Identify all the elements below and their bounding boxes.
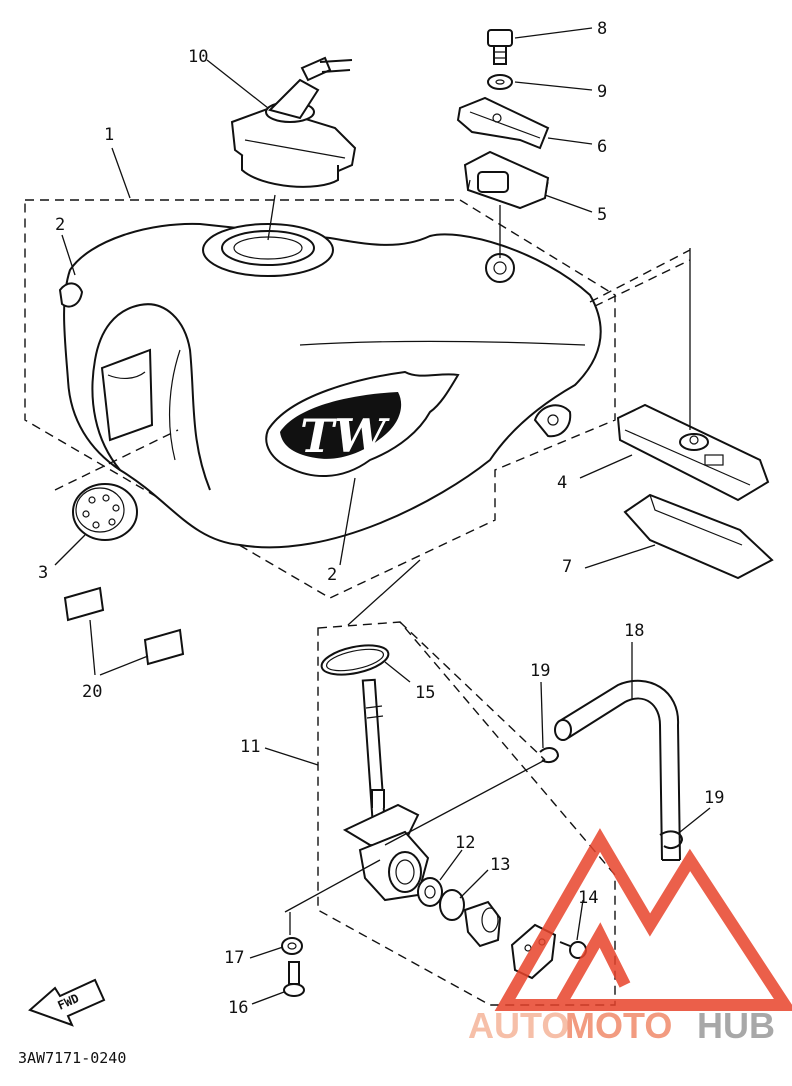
emblem-text: TW <box>300 409 390 463</box>
callout-16: 16 <box>228 998 248 1018</box>
fuel-tank <box>58 222 602 549</box>
watermark-moto: MOTO <box>565 1005 672 1046</box>
callout-5: 5 <box>597 205 607 225</box>
tank-assembly-group-outline <box>24 199 616 599</box>
callout-20: 20 <box>82 682 102 702</box>
label-plates-20 <box>63 586 185 666</box>
callout-3: 3 <box>38 563 48 583</box>
callout-7: 7 <box>562 557 572 577</box>
bracket-6 <box>456 96 550 150</box>
watermark-hub: HUB <box>697 1005 775 1046</box>
callout-1: 1 <box>104 125 114 145</box>
hose-clip-19b <box>659 830 684 849</box>
callout-19-right: 19 <box>704 788 724 808</box>
gasket-12 <box>417 877 443 907</box>
automotohub-watermark: AUTO MOTO HUB <box>468 828 792 1046</box>
bolt-16 <box>283 961 305 997</box>
screw-14 <box>559 941 587 959</box>
bolt-8 <box>487 29 513 65</box>
drawing-code: 3AW7171-0240 <box>18 1049 126 1067</box>
damper-rubber-3 <box>72 483 138 541</box>
automotohub-logo-icon <box>494 828 792 1011</box>
callout-11: 11 <box>240 737 260 757</box>
tank-rear-dash-line <box>589 249 691 303</box>
callout-18: 18 <box>624 621 644 641</box>
watermark-auto: AUTO <box>468 1005 569 1046</box>
callout-15: 15 <box>415 683 435 703</box>
mount-bracket-4 <box>616 403 770 502</box>
callout-14: 14 <box>578 888 598 908</box>
callout-numbers: 1 2 2 3 4 5 6 7 8 9 10 11 12 13 14 15 16… <box>38 19 724 1018</box>
o-ring-13 <box>439 889 465 921</box>
callout-10: 10 <box>188 47 208 67</box>
washer-17 <box>281 937 303 955</box>
leader-lines <box>54 27 711 1005</box>
callout-2-top: 2 <box>55 215 65 235</box>
tw-emblem-decal: TW <box>265 370 460 477</box>
callout-17: 17 <box>224 948 244 968</box>
fuel-cap <box>230 56 357 188</box>
damper-5 <box>463 150 550 210</box>
washer-9 <box>487 74 513 90</box>
damper-dash-line <box>54 429 179 491</box>
rubber-pad-7 <box>623 493 774 580</box>
callout-13: 13 <box>490 855 510 875</box>
callout-8: 8 <box>597 19 607 39</box>
oring-to-tank-line <box>347 559 421 626</box>
callout-12: 12 <box>455 833 475 853</box>
fuel-cock-axis-to-hose <box>384 759 546 846</box>
callout-9: 9 <box>597 82 607 102</box>
cap-to-neck-line <box>267 194 276 241</box>
callout-2-bottom: 2 <box>327 565 337 585</box>
hose-clip-19a <box>539 747 560 764</box>
fuel-cock-axis-to-bolt <box>284 859 381 913</box>
callout-19-top: 19 <box>530 661 550 681</box>
o-ring-15 <box>320 644 390 676</box>
fuel-cock-axis-line <box>399 621 546 761</box>
fuel-hose-18 <box>554 679 681 861</box>
lever-13-knob <box>463 900 502 948</box>
callout-6: 6 <box>597 137 607 157</box>
callout-4: 4 <box>557 473 567 493</box>
fuel-cock-11 <box>342 678 430 902</box>
fwd-arrow-icon: FWD <box>28 978 106 1027</box>
